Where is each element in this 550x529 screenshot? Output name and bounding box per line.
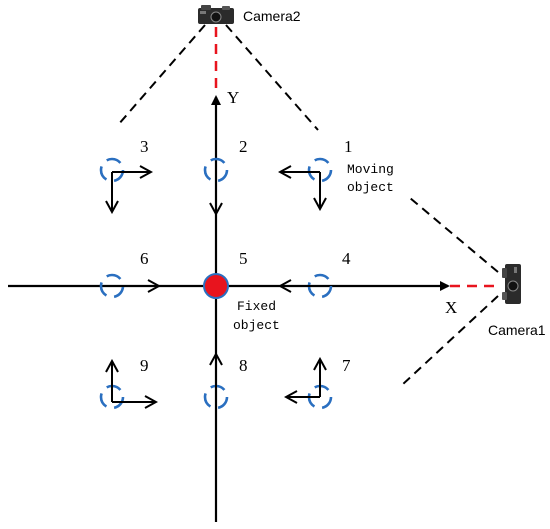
moving-object-label-line2: object	[347, 180, 394, 195]
fixed-object	[203, 273, 229, 299]
y-axis-label: Y	[227, 88, 239, 107]
camera1-icon	[502, 264, 521, 304]
camera2-view-lines	[117, 24, 319, 131]
camera2-icon	[198, 5, 234, 24]
position-1-marker	[307, 157, 333, 183]
position-2-label: 2	[239, 137, 248, 156]
position-3-marker	[99, 157, 125, 183]
position-3-label: 3	[140, 137, 149, 156]
fixed-object-label-line2: object	[233, 318, 280, 333]
position-7-label: 7	[342, 356, 351, 375]
moving-object-label-line1: Moving	[347, 162, 394, 177]
position-7-arrows	[287, 360, 320, 397]
position-2-marker	[203, 157, 229, 183]
camera1-view-lines	[401, 197, 499, 386]
position-6-label: 6	[140, 249, 149, 268]
position-8-label: 8	[239, 356, 248, 375]
position-5-label: 5	[239, 249, 248, 268]
position-1-label: 1	[344, 137, 353, 156]
position-3-arrows	[112, 172, 150, 211]
camera1-label: Camera1	[488, 322, 546, 338]
position-9-arrows	[112, 362, 155, 402]
x-axis-label: X	[445, 298, 457, 317]
fixed-object-label-line1: Fixed	[237, 299, 276, 314]
position-1-arrows	[281, 172, 320, 208]
position-4-label: 4	[342, 249, 351, 268]
camera2-label: Camera2	[243, 8, 301, 24]
position-9-label: 9	[140, 356, 149, 375]
